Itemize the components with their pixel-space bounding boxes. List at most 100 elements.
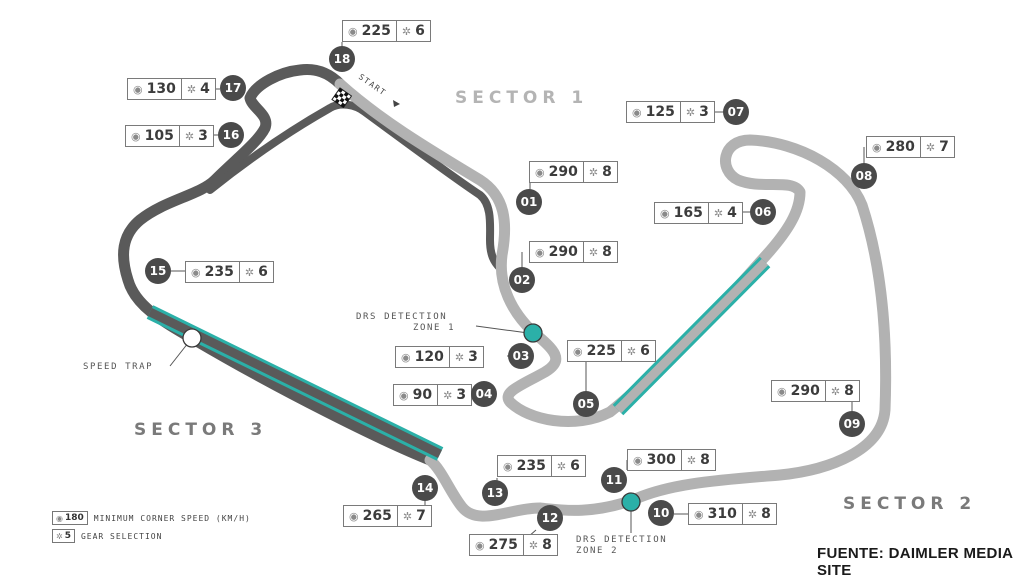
speedometer-icon: ◉ xyxy=(633,453,643,467)
corner-info-box-07: ◉125✲3 xyxy=(626,101,715,123)
corner-gear: 7 xyxy=(416,508,426,524)
sector-1-label: SECTOR 1 xyxy=(455,88,589,108)
start-label: START xyxy=(357,72,388,97)
corner-gear: 6 xyxy=(640,343,650,359)
gear-icon: ✲ xyxy=(925,140,936,154)
corner-gear: 6 xyxy=(258,264,268,280)
corner-speed: 265 xyxy=(362,508,392,524)
legend-gear: ✲5 GEAR SELECTION xyxy=(52,529,162,543)
corner-number-14: 14 xyxy=(412,475,438,501)
corner-info-box-12: ◉275✲8 xyxy=(469,534,558,556)
gear-icon: ✲ xyxy=(402,509,413,523)
corner-info-box-06: ◉165 ✲4 xyxy=(654,202,743,224)
sector-2-label: SECTOR 2 xyxy=(843,494,977,514)
corner-number-05: 05 xyxy=(573,391,599,417)
speedometer-icon: ◉ xyxy=(349,509,359,523)
corner-gear: 8 xyxy=(602,244,612,260)
corner-info-box-05: ◉225 ✲6 xyxy=(567,340,656,362)
speedometer-icon: ◉ xyxy=(573,344,583,358)
corner-info-box-15: ◉235✲6 xyxy=(185,261,274,283)
corner-info-box-02: ◉290✲8 xyxy=(529,241,618,263)
corner-number-03: 03 xyxy=(508,343,534,369)
speed-trap-label: SPEED TRAP xyxy=(83,362,154,372)
corner-gear: 6 xyxy=(570,458,580,474)
corner-gear: 4 xyxy=(727,205,737,221)
gear-icon: ✲ xyxy=(713,206,724,220)
corner-speed: 275 xyxy=(488,537,518,553)
gear-icon: ✲ xyxy=(626,344,637,358)
corner-info-box-01: ◉290✲8 xyxy=(529,161,618,183)
corner-info-box-08: ◉280✲7 xyxy=(866,136,955,158)
corner-gear: 3 xyxy=(198,128,208,144)
speed-trap-point xyxy=(182,328,202,348)
gear-icon: ✲ xyxy=(588,165,599,179)
corner-number-08: 08 xyxy=(851,163,877,189)
corner-speed: 310 xyxy=(707,506,737,522)
corner-number-06: 06 xyxy=(750,199,776,225)
track-sector-1-2 xyxy=(334,78,892,522)
speedometer-icon: ◉ xyxy=(535,245,545,259)
gear-icon: ✲ xyxy=(588,245,599,259)
gear-icon: ✲ xyxy=(685,105,696,119)
drs-zone-straight-right-inner xyxy=(614,258,769,414)
corner-number-04: 04 xyxy=(471,381,497,407)
corner-speed: 120 xyxy=(414,349,444,365)
corner-speed: 90 xyxy=(412,387,433,403)
gear-icon: ✲ xyxy=(686,453,697,467)
corner-gear: 7 xyxy=(939,139,949,155)
speedometer-icon: ◉ xyxy=(348,24,358,38)
speedometer-icon: ◉ xyxy=(56,513,63,523)
corner-gear: 8 xyxy=(844,383,854,399)
corner-number-16: 16 xyxy=(218,122,244,148)
drs-zone-2-label-line2: ZONE 2 xyxy=(576,546,619,556)
speedometer-icon: ◉ xyxy=(503,459,513,473)
sector-3-label: SECTOR 3 xyxy=(134,420,268,440)
corner-number-10: 10 xyxy=(648,500,674,526)
start-arrow-icon xyxy=(393,100,400,107)
corner-info-box-18: ◉225✲6 xyxy=(342,20,431,42)
speedometer-icon: ◉ xyxy=(133,82,143,96)
corner-gear: 8 xyxy=(700,452,710,468)
speedometer-icon: ◉ xyxy=(660,206,670,220)
corner-info-box-10: ◉310✲8 xyxy=(688,503,777,525)
track-sector-3 xyxy=(118,64,436,466)
corner-number-12: 12 xyxy=(537,505,563,531)
corner-number-17: 17 xyxy=(220,75,246,101)
corner-speed: 225 xyxy=(586,343,616,359)
corner-speed: 225 xyxy=(361,23,391,39)
corner-number-01: 01 xyxy=(516,189,542,215)
speedometer-icon: ◉ xyxy=(632,105,642,119)
corner-info-box-11: ◉300✲8 xyxy=(627,449,716,471)
drs-zone-2-label-line1: DRS DETECTION xyxy=(576,535,668,545)
corner-gear: 6 xyxy=(415,23,425,39)
corner-number-15: 15 xyxy=(145,258,171,284)
corner-info-box-16: ◉105 ✲3 xyxy=(125,125,214,147)
gear-icon: ✲ xyxy=(454,350,465,364)
gear-icon: ✲ xyxy=(830,384,841,398)
speedometer-icon: ◉ xyxy=(131,129,141,143)
source-credit: FUENTE: DAIMLER MEDIA SITE xyxy=(817,545,1013,579)
corner-info-box-03: ◉120✲3 xyxy=(395,346,484,368)
corner-info-box-17: ◉130✲4 xyxy=(127,78,216,100)
drs-detection-point-2 xyxy=(621,492,641,512)
legend-gear-text: GEAR SELECTION xyxy=(80,531,163,541)
corner-speed: 290 xyxy=(548,164,578,180)
legend-speed: ◉180 MINIMUM CORNER SPEED (KM/H) xyxy=(52,511,251,525)
corner-speed: 105 xyxy=(144,128,174,144)
corner-info-box-09: ◉290✲8 xyxy=(771,380,860,402)
corner-gear: 3 xyxy=(468,349,478,365)
checkered-flag-icon xyxy=(331,87,353,109)
corner-speed: 235 xyxy=(204,264,234,280)
speedometer-icon: ◉ xyxy=(872,140,882,154)
corner-gear: 4 xyxy=(200,81,210,97)
corner-number-18: 18 xyxy=(329,46,355,72)
gear-icon: ✲ xyxy=(443,388,453,402)
corner-number-11: 11 xyxy=(601,467,627,493)
gear-icon: ✲ xyxy=(244,265,255,279)
corner-speed: 165 xyxy=(673,205,703,221)
corner-gear: 8 xyxy=(761,506,771,522)
gear-icon: ✲ xyxy=(184,129,195,143)
corner-info-box-14: ◉265 ✲7 xyxy=(343,505,432,527)
